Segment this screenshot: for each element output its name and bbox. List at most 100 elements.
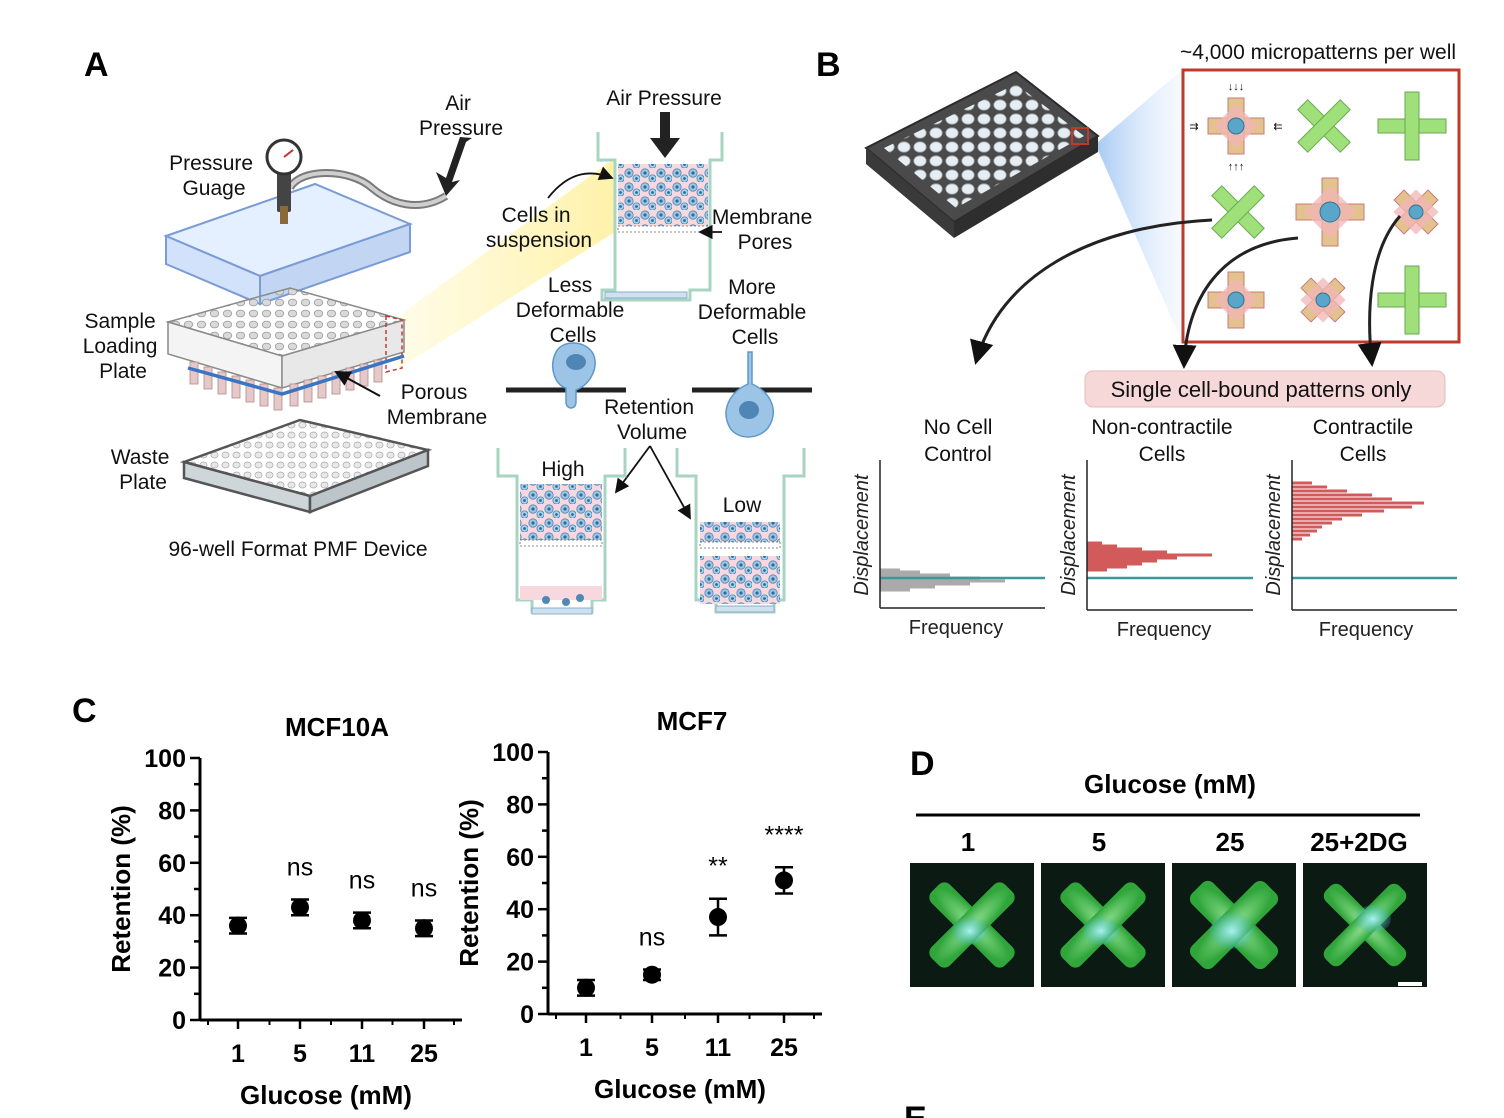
panel-label-a: A xyxy=(84,46,109,84)
glucose-header: Glucose (mM) xyxy=(1084,769,1256,799)
panel-label-d: D xyxy=(910,745,935,783)
porous-membrane-label: Porous Membrane xyxy=(387,381,487,429)
y-tick-label: 40 xyxy=(506,896,534,924)
condition-label: 25+2DG xyxy=(1310,827,1408,857)
x-axis-label: Glucose (mM) xyxy=(240,1080,412,1110)
x-axis-label: Glucose (mM) xyxy=(594,1074,766,1104)
histogram-bar xyxy=(880,582,970,586)
y-axis-label: Retention (%) xyxy=(454,799,484,967)
histogram-bar xyxy=(1292,501,1424,505)
data-point xyxy=(577,978,595,997)
data-point xyxy=(353,911,371,930)
single-cell-label: Single cell-bound patterns only xyxy=(1111,377,1412,402)
significance-label: ns xyxy=(287,853,313,881)
more-deformable-label: More Deformable Cells xyxy=(698,276,812,349)
histogram-bar xyxy=(1292,505,1412,509)
svg-text:Air Pressure: Air Pressure xyxy=(606,87,722,110)
y-tick-label: 80 xyxy=(506,791,534,819)
high-label: High xyxy=(541,458,584,481)
condition-label: 1 xyxy=(961,827,975,857)
y-tick-label: 100 xyxy=(144,745,186,773)
nucleus xyxy=(1210,913,1254,949)
histogram-bar xyxy=(1087,553,1212,557)
histogram-bar xyxy=(1087,562,1142,566)
significance-label: **** xyxy=(765,821,804,849)
panel-label-e: E xyxy=(904,1100,927,1118)
significance-label: ** xyxy=(708,853,728,881)
x-tick-label: 5 xyxy=(293,1040,307,1068)
hist-x-label: Frequency xyxy=(909,617,1004,639)
histogram-bar xyxy=(1087,544,1117,548)
x-tick-label: 1 xyxy=(579,1034,593,1062)
histogram-bar xyxy=(1087,565,1127,569)
histogram-bar xyxy=(1292,521,1332,525)
histogram-bar xyxy=(1292,497,1392,501)
membrane-pores-label: Membrane Pores xyxy=(712,206,818,254)
deformability-illustration xyxy=(506,342,812,438)
histogram-bar xyxy=(1087,550,1167,554)
hist-y-label: Displacement xyxy=(851,473,873,596)
histogram-bar xyxy=(1292,481,1312,485)
histogram-bar xyxy=(1292,533,1310,537)
data-point xyxy=(775,871,793,890)
y-tick-label: 0 xyxy=(172,1007,186,1035)
y-tick-label: 40 xyxy=(158,902,186,930)
histogram-bar xyxy=(1292,525,1322,529)
hist-y-label: Displacement xyxy=(1263,473,1285,596)
histogram-bar xyxy=(880,570,920,574)
y-tick-label: 60 xyxy=(506,844,534,872)
histogram-bar xyxy=(1292,517,1342,521)
well-high-retention xyxy=(496,448,627,615)
histogram-bar xyxy=(1087,556,1177,560)
data-point xyxy=(229,916,247,935)
x-tick-label: 11 xyxy=(705,1034,732,1062)
significance-label: ns xyxy=(639,923,665,951)
nucleus xyxy=(1355,905,1391,933)
panel-label-c: C xyxy=(72,692,97,730)
x-tick-label: 25 xyxy=(770,1034,798,1062)
histogram-bar xyxy=(1292,485,1327,489)
significance-label: ns xyxy=(349,867,375,895)
hist-y-label: Displacement xyxy=(1058,473,1080,596)
pmf-device-illustration xyxy=(163,137,615,514)
histogram-bar xyxy=(880,585,935,589)
histogram-bar xyxy=(1087,559,1157,563)
histogram-bar xyxy=(880,573,950,577)
micropattern-grid: ↓↓↓ ↑↑↑ ⇉ ⇇ xyxy=(1181,68,1461,344)
nucleus xyxy=(952,917,988,945)
single-cell-pill xyxy=(1084,370,1446,408)
cells-in-suspension-label: Cells in suspension xyxy=(486,204,592,252)
svg-text:↑↑↑: ↑↑↑ xyxy=(1228,161,1245,173)
histogram-bar xyxy=(1292,489,1347,493)
significance-label: ns xyxy=(411,874,437,902)
micropatterns-label: ~4,000 micropatterns per well xyxy=(1180,41,1456,64)
histogram-bar xyxy=(1292,513,1362,517)
data-point xyxy=(291,898,309,917)
sample-loading-plate-label: Sample Loading Plate xyxy=(83,310,164,383)
x-tick-label: 11 xyxy=(349,1040,376,1068)
hist-x-label: Frequency xyxy=(1319,619,1414,641)
y-tick-label: 20 xyxy=(158,955,186,983)
histogram-bar xyxy=(1087,541,1102,545)
less-deformable-label: Less Deformable Cells xyxy=(516,274,630,347)
chart-title: MCF7 xyxy=(657,706,728,736)
histogram-bar xyxy=(880,579,1005,583)
y-tick-label: 100 xyxy=(492,739,534,767)
data-point xyxy=(415,919,433,938)
histogram-bar xyxy=(1292,509,1384,513)
hist-x-label: Frequency xyxy=(1117,619,1212,641)
low-label: Low xyxy=(723,494,762,517)
pressure-gauge-label: Pressure Guage xyxy=(169,152,259,200)
histogram-bar xyxy=(880,568,900,572)
device-caption: 96-well Format PMF Device xyxy=(168,538,427,561)
well-plate-illustration xyxy=(864,70,1182,342)
svg-text:⇇: ⇇ xyxy=(1273,121,1282,133)
nucleus xyxy=(1083,917,1119,945)
histogram-bar xyxy=(1292,537,1302,541)
